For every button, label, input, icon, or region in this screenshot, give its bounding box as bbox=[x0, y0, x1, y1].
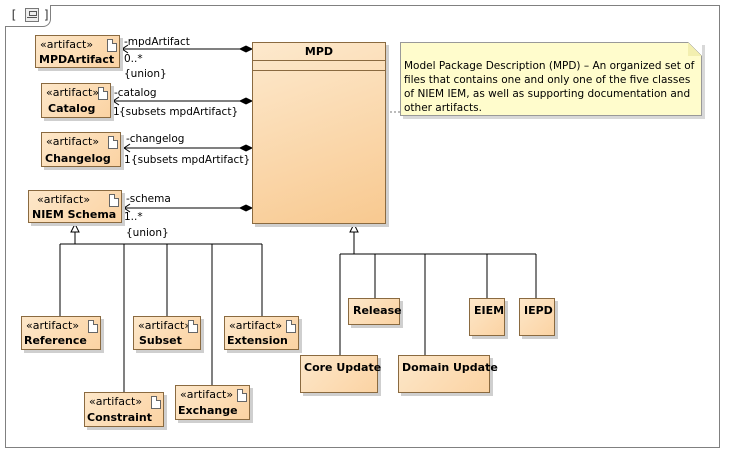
role-changelog: -changelog bbox=[126, 133, 185, 145]
stereotype-label: «artifact» bbox=[26, 319, 80, 332]
diagram-icon bbox=[25, 8, 39, 22]
artifact-exchange[interactable]: «artifact» Exchange bbox=[175, 385, 250, 420]
tab-close-bracket: ] bbox=[43, 8, 51, 22]
note-text: Model Package Description (MPD) – An org… bbox=[404, 60, 695, 114]
mult-mpdartifact: 0..* bbox=[124, 53, 143, 65]
class-iepd[interactable]: IEPD bbox=[519, 298, 555, 336]
artifact-extension-name: Extension bbox=[227, 334, 288, 347]
artifact-icon bbox=[88, 320, 98, 333]
artifact-icon bbox=[237, 389, 247, 402]
class-mpd-operations-divider bbox=[253, 70, 385, 71]
artifact-icon bbox=[98, 87, 108, 100]
artifact-icon bbox=[108, 136, 118, 149]
stereotype-label: «artifact» bbox=[46, 135, 100, 148]
stereotype-label: «artifact» bbox=[138, 319, 192, 332]
class-release[interactable]: Release bbox=[348, 298, 402, 325]
class-core-update-name: Core Update bbox=[304, 361, 382, 374]
artifact-changelog-name: Changelog bbox=[45, 152, 111, 165]
constraint-catalog: {subsets mpdArtifact} bbox=[119, 106, 239, 118]
role-schema: -schema bbox=[126, 193, 171, 205]
artifact-icon bbox=[188, 320, 198, 333]
constraint-changelog: {subsets mpdArtifact} bbox=[131, 154, 251, 166]
mult-catalog: 1 bbox=[113, 106, 120, 118]
stereotype-label: «artifact» bbox=[37, 193, 91, 206]
artifact-catalog-name: Catalog bbox=[48, 102, 96, 115]
artifact-icon bbox=[107, 39, 117, 52]
role-mpdartifact: -mpdArtifact bbox=[124, 36, 190, 48]
artifact-changelog[interactable]: «artifact» Changelog bbox=[41, 132, 121, 167]
artifact-niem-schema-name: NIEM Schema bbox=[32, 208, 117, 221]
artifact-constraint-name: Constraint bbox=[87, 411, 152, 424]
diagram-frame bbox=[5, 5, 720, 448]
stereotype-label: «artifact» bbox=[40, 38, 94, 51]
tab-open-bracket: [ bbox=[10, 8, 18, 22]
class-mpd[interactable]: MPD bbox=[252, 42, 386, 224]
note-fold-corner bbox=[688, 42, 702, 56]
artifact-constraint[interactable]: «artifact» Constraint bbox=[84, 392, 164, 427]
stereotype-label: «artifact» bbox=[180, 388, 234, 401]
class-core-update[interactable]: Core Update bbox=[300, 355, 382, 393]
constraint-mpdartifact: {union} bbox=[124, 68, 167, 80]
artifact-reference[interactable]: «artifact» Reference bbox=[21, 316, 101, 350]
artifact-mpdartifact-name: MPDArtifact bbox=[39, 53, 115, 66]
stereotype-label: «artifact» bbox=[229, 319, 283, 332]
artifact-exchange-name: Exchange bbox=[178, 404, 238, 417]
class-domain-update[interactable]: Domain Update bbox=[398, 355, 498, 393]
class-eiem[interactable]: EIEM bbox=[469, 298, 505, 336]
artifact-subset-name: Subset bbox=[139, 334, 182, 347]
class-mpd-attributes-divider bbox=[253, 60, 385, 61]
class-eiem-name: EIEM bbox=[474, 304, 505, 317]
artifact-icon bbox=[286, 320, 296, 333]
constraint-schema: {union} bbox=[126, 227, 169, 239]
class-domain-update-name: Domain Update bbox=[402, 361, 498, 374]
mult-schema: 1..* bbox=[124, 211, 143, 223]
mult-changelog: 1 bbox=[124, 154, 131, 166]
artifact-extension[interactable]: «artifact» Extension bbox=[224, 316, 299, 350]
artifact-icon bbox=[109, 194, 119, 207]
artifact-catalog[interactable]: «artifact» Catalog bbox=[41, 83, 111, 118]
class-mpd-name: MPD bbox=[304, 45, 334, 58]
diagram-frame-tab[interactable]: [ ] bbox=[5, 5, 51, 27]
artifact-mpdartifact[interactable]: «artifact» MPDArtifact bbox=[35, 35, 120, 68]
class-iepd-name: IEPD bbox=[524, 304, 553, 317]
artifact-subset[interactable]: «artifact» Subset bbox=[133, 316, 201, 350]
role-catalog: -catalog bbox=[114, 87, 157, 99]
mpd-description-note[interactable]: Model Package Description (MPD) – An org… bbox=[400, 42, 702, 116]
class-release-name: Release bbox=[353, 304, 402, 317]
artifact-niem-schema[interactable]: «artifact» NIEM Schema bbox=[28, 190, 122, 223]
stereotype-label: «artifact» bbox=[46, 86, 100, 99]
artifact-icon bbox=[151, 396, 161, 409]
stereotype-label: «artifact» bbox=[89, 395, 143, 408]
artifact-reference-name: Reference bbox=[24, 334, 87, 347]
